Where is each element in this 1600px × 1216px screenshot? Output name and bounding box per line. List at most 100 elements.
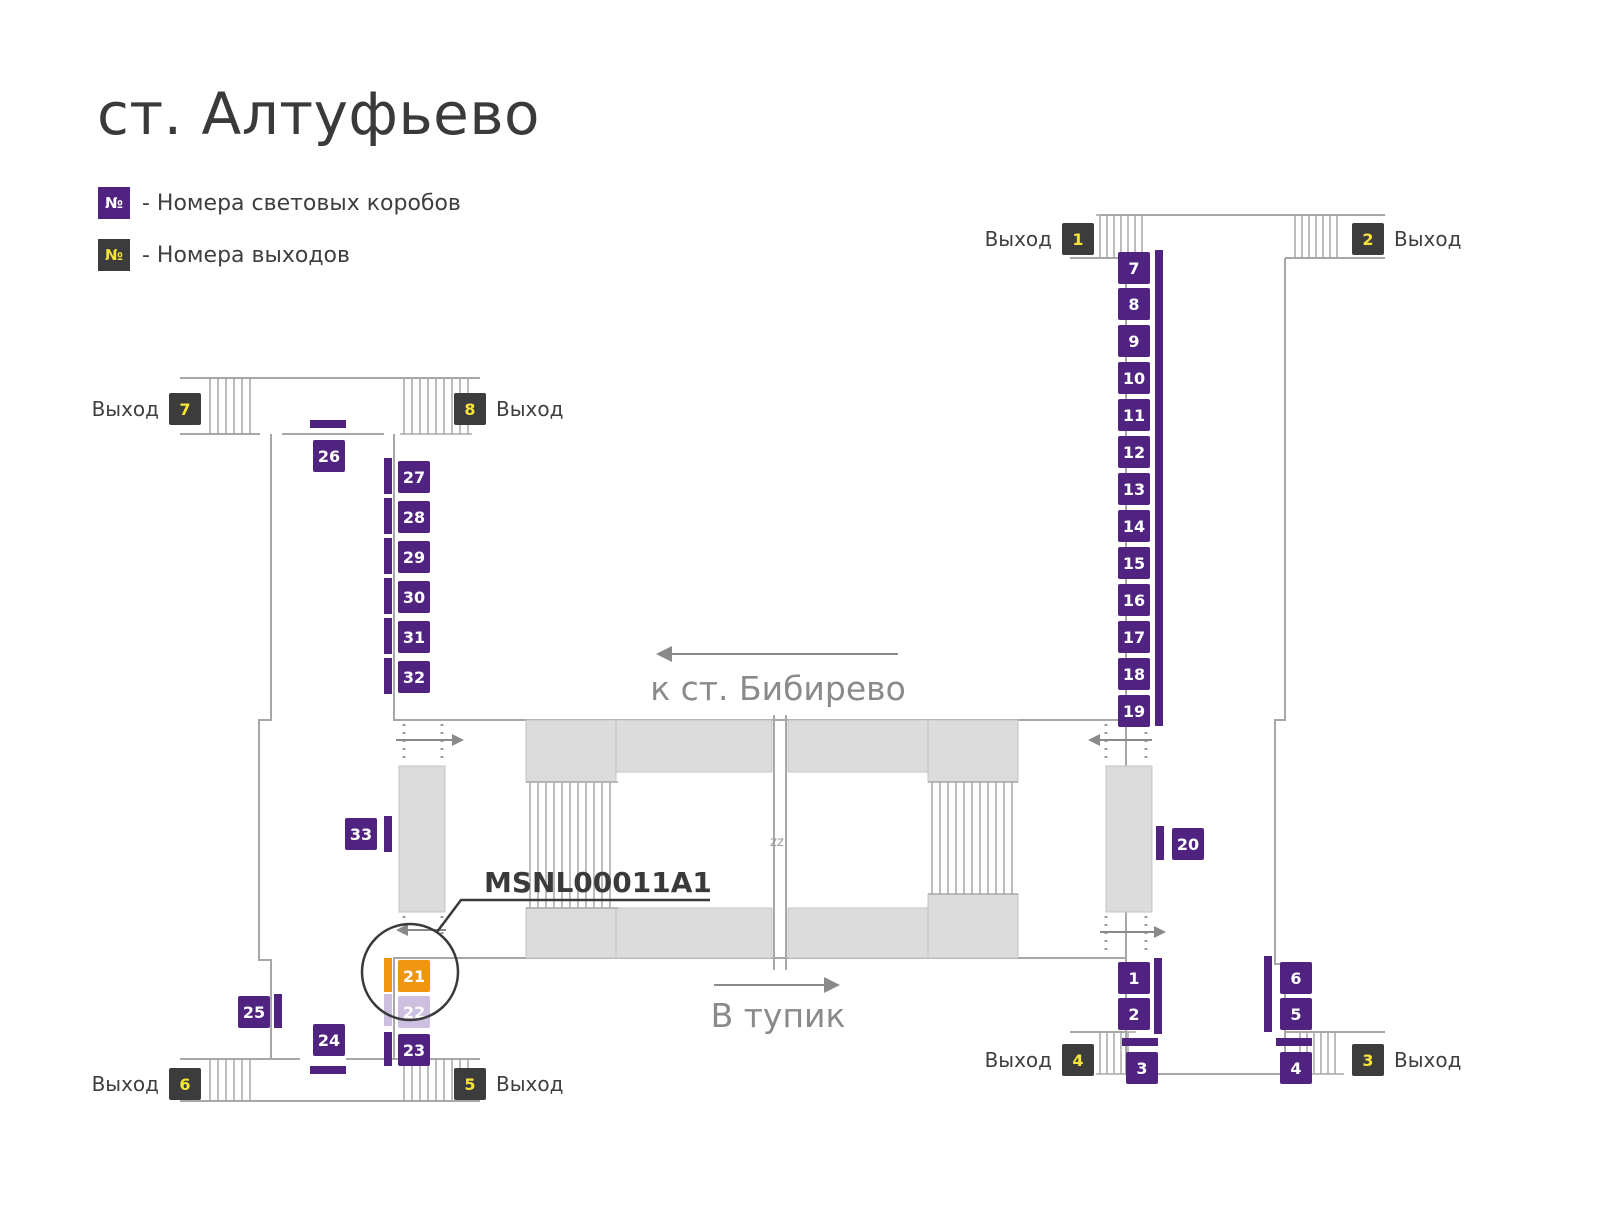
exit-tile[interactable] (169, 393, 201, 425)
lightbox-tile[interactable] (398, 501, 430, 533)
lightbox-16[interactable]: 16 (1118, 584, 1150, 616)
legend-lightbox: № - Номера световых коробов (98, 187, 461, 219)
lightbox-tile[interactable] (1280, 962, 1312, 994)
lightbox-1[interactable]: 1 (1118, 962, 1150, 994)
exit-tile[interactable] (1352, 1044, 1384, 1076)
lightbox-15[interactable]: 15 (1118, 547, 1150, 579)
lightbox-tile[interactable] (313, 440, 345, 472)
lightbox-tile[interactable] (1118, 621, 1150, 653)
lightbox-tile[interactable] (398, 621, 430, 653)
exit-tile[interactable] (169, 1068, 201, 1100)
lightbox-tile[interactable] (1118, 362, 1150, 394)
marker-leader-line (436, 898, 710, 933)
lightbox-27[interactable]: 27 (398, 461, 430, 493)
lightbox-tile[interactable] (398, 661, 430, 693)
arrow-right-icon (824, 977, 840, 993)
lightbox-28[interactable]: 28 (398, 501, 430, 533)
lightbox-tile[interactable] (345, 818, 377, 850)
lightbox-tile[interactable] (1118, 695, 1150, 727)
lightbox-tile[interactable] (1118, 510, 1150, 542)
lightbox-12[interactable]: 12 (1118, 436, 1150, 468)
lightbox-tile[interactable] (398, 1034, 430, 1066)
exit-label: Выход (496, 397, 563, 421)
exit-swatch: № (98, 239, 130, 271)
legend-exit: № - Номера выходов (98, 239, 350, 271)
lightbox-33[interactable]: 33 (345, 818, 377, 850)
lightbox-tile[interactable] (1118, 584, 1150, 616)
lightbox-bar (1156, 826, 1164, 860)
lightbox-17[interactable]: 17 (1118, 621, 1150, 653)
lightbox-bar (310, 1066, 346, 1074)
lightbox-23[interactable]: 23 (398, 1034, 430, 1066)
lightbox-29[interactable]: 29 (398, 541, 430, 573)
lightbox-tile[interactable] (1118, 473, 1150, 505)
lightbox-number: 31 (403, 628, 425, 647)
floor-outline (180, 214, 1385, 1102)
lightbox-tile[interactable] (1118, 998, 1150, 1030)
wall-line (258, 434, 272, 1059)
lightbox-8[interactable]: 8 (1118, 288, 1150, 320)
lightbox-tile[interactable] (1118, 436, 1150, 468)
lightbox-bar (1122, 1038, 1158, 1046)
lightbox-24[interactable]: 24 (313, 1024, 345, 1056)
lightbox-20[interactable]: 20 (1172, 828, 1204, 860)
lightbox-tile[interactable] (398, 541, 430, 573)
lightbox-tile[interactable] (1172, 828, 1204, 860)
lightbox-tile[interactable] (238, 996, 270, 1028)
lightbox-5[interactable]: 5 (1280, 998, 1312, 1030)
exit-tile[interactable] (454, 1068, 486, 1100)
lightbox-30[interactable]: 30 (398, 581, 430, 613)
lightbox-tile[interactable] (1118, 399, 1150, 431)
lightbox-31[interactable]: 31 (398, 621, 430, 653)
lightbox-9[interactable]: 9 (1118, 325, 1150, 357)
lightbox-21[interactable]: 21 (398, 960, 430, 992)
lightbox-3[interactable]: 3 (1126, 1052, 1158, 1084)
lightbox-6[interactable]: 6 (1280, 962, 1312, 994)
lightbox-19[interactable]: 19 (1118, 695, 1150, 727)
lightbox-tile[interactable] (1118, 325, 1150, 357)
lightbox-tile[interactable] (1280, 998, 1312, 1030)
lightbox-26[interactable]: 26 (313, 440, 345, 472)
lightbox-bar (1155, 250, 1163, 726)
lightbox-tile[interactable] (1280, 1052, 1312, 1084)
lightbox-13[interactable]: 13 (1118, 473, 1150, 505)
lightbox-11[interactable]: 11 (1118, 399, 1150, 431)
lightbox-tile[interactable] (1118, 547, 1150, 579)
lightbox-bar (274, 994, 282, 1028)
exit-tile[interactable] (1352, 223, 1384, 255)
lightbox-14[interactable]: 14 (1118, 510, 1150, 542)
platform-block (615, 907, 773, 959)
lightbox-22[interactable]: 22 (398, 996, 430, 1028)
lightbox-10[interactable]: 10 (1118, 362, 1150, 394)
lightbox-tile[interactable] (1118, 658, 1150, 690)
platform-block (927, 719, 1019, 783)
lightbox-32[interactable]: 32 (398, 661, 430, 693)
lightbox-tile[interactable] (313, 1024, 345, 1056)
lightbox-bar (1276, 1038, 1312, 1046)
lightbox-tile[interactable] (1126, 1052, 1158, 1084)
lightbox-2[interactable]: 2 (1118, 998, 1150, 1030)
lightbox-bar (384, 618, 392, 654)
lightbox-tile[interactable] (398, 461, 430, 493)
lightbox-4[interactable]: 4 (1280, 1052, 1312, 1084)
lightbox-tile[interactable] (1118, 962, 1150, 994)
lightbox-7[interactable]: 7 (1118, 252, 1150, 284)
lightbox-tile[interactable] (1118, 252, 1150, 284)
exit-tile[interactable] (1062, 223, 1094, 255)
platform-block (1105, 765, 1153, 913)
exit-tile[interactable] (454, 393, 486, 425)
lightbox-tile[interactable] (398, 960, 430, 992)
lightbox-tile[interactable] (398, 581, 430, 613)
lightbox-18[interactable]: 18 (1118, 658, 1150, 690)
lightbox-25[interactable]: 25 (238, 996, 270, 1028)
lightbox-tile[interactable] (1118, 288, 1150, 320)
exit-tile[interactable] (1062, 1044, 1094, 1076)
